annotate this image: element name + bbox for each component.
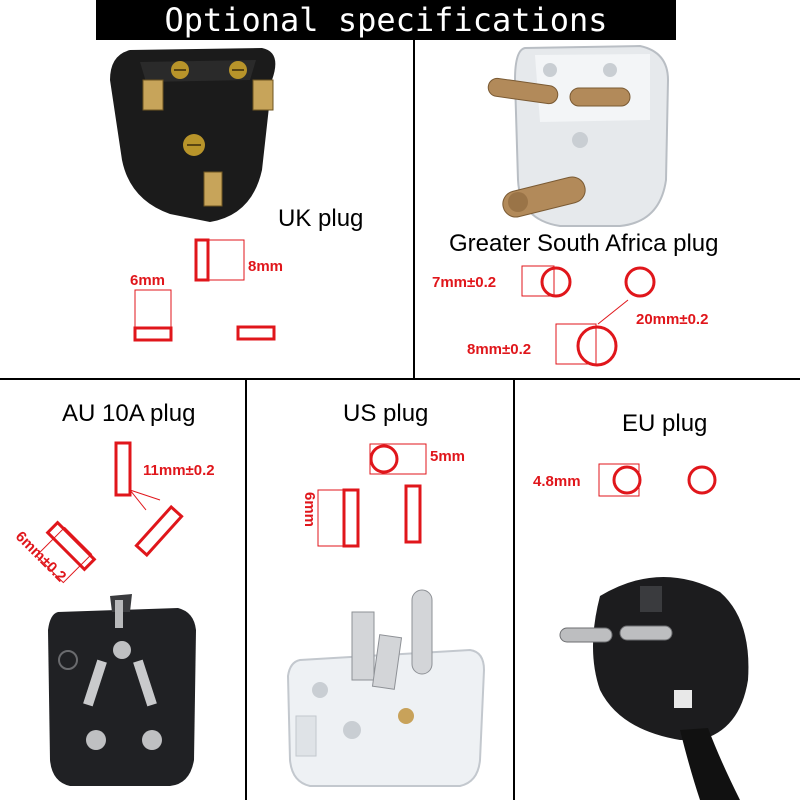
divider-vertical-bottom-left: [245, 379, 247, 800]
divider-vertical-bottom-right: [513, 379, 515, 800]
za-large-pin-label: 8mm±0.2: [467, 341, 532, 358]
divider-horizontal: [0, 378, 800, 380]
uk-plug-title: UK plug: [278, 205, 364, 232]
uk-pin-height-label: 8mm: [248, 258, 284, 275]
us-plug-title: US plug: [343, 400, 429, 427]
page-title-banner: Optional specifications: [96, 0, 676, 40]
page-title: Optional specifications: [164, 1, 608, 39]
za-small-pin-label: 7mm±0.2: [432, 274, 497, 291]
us-round-pin-label: 5mm: [430, 448, 466, 465]
eu-plug-title: EU plug: [622, 410, 708, 437]
eu-pin-diameter-label: 4.8mm: [533, 473, 581, 490]
divider-vertical-top: [413, 40, 415, 379]
uk-pin-width-label: 6mm: [130, 272, 166, 289]
au-plug-title: AU 10A plug: [62, 400, 196, 427]
za-plug-title: Greater South Africa plug: [449, 230, 719, 257]
au-pin-length-label: 11mm±0.2: [143, 462, 215, 479]
za-pin-spacing-label: 20mm±0.2: [636, 311, 709, 328]
